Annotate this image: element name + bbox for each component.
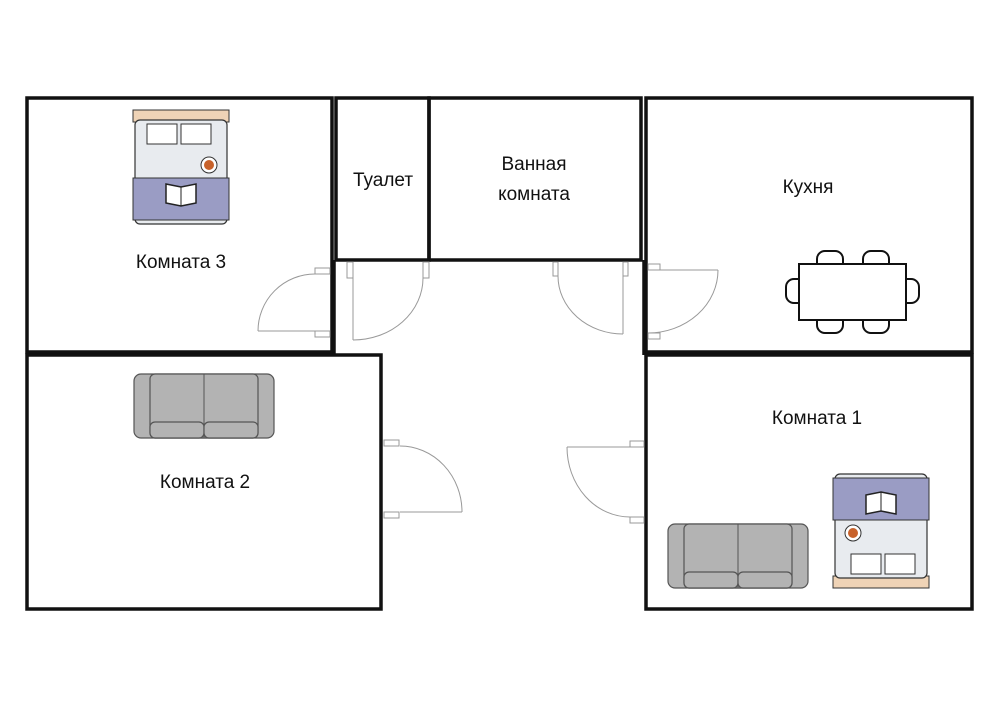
kitchen-walls — [644, 96, 974, 354]
toilet-label: Туалет — [353, 170, 413, 191]
bathroom-label-line2: комната — [498, 184, 570, 205]
door-room-1[interactable] — [566, 440, 645, 524]
door-toilet[interactable] — [346, 261, 430, 341]
door-room-2[interactable] — [383, 439, 463, 519]
room-2-walls — [25, 353, 383, 611]
room-2-label: Комната 2 — [160, 472, 250, 493]
room-3-label: Комната 3 — [136, 252, 226, 273]
kitchen-label: Кухня — [783, 177, 834, 198]
sofa-icon — [667, 523, 809, 589]
room-3-walls — [25, 96, 334, 354]
door-room-3[interactable] — [257, 267, 331, 338]
door-kitchen[interactable] — [647, 263, 719, 340]
bathroom-label-line1: Ванная — [501, 154, 566, 175]
room-1-label: Комната 1 — [772, 408, 862, 429]
room-1-walls — [644, 353, 974, 611]
bed-icon — [132, 109, 230, 225]
dining-table-icon — [785, 250, 920, 334]
sofa-icon — [133, 373, 275, 439]
bathroom-walls — [427, 96, 643, 262]
bed-icon — [832, 473, 930, 589]
door-bathroom[interactable] — [552, 261, 629, 335]
